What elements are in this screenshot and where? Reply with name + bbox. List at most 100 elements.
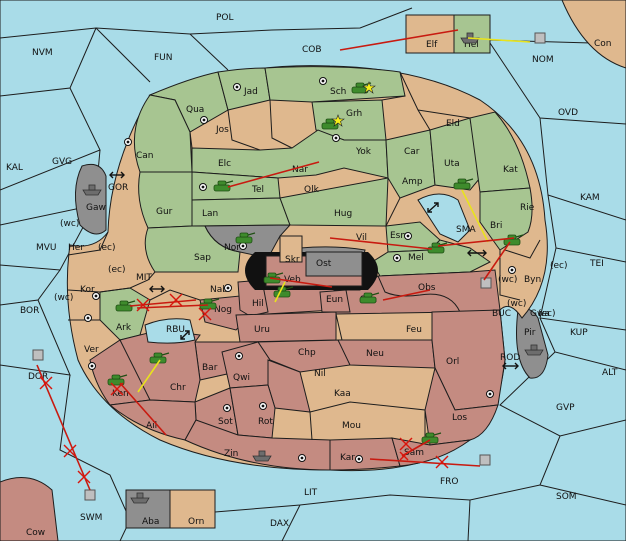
label-nil: Nil (314, 369, 326, 379)
label-dax: DAX (270, 519, 289, 529)
territory-qua[interactable] (148, 71, 229, 133)
tank-icon[interactable] (115, 300, 136, 312)
label-nab: Nab (210, 285, 228, 295)
label-olk: Olk (304, 185, 320, 195)
territory-aba[interactable] (125, 489, 171, 529)
label-zin: Zin (224, 449, 238, 459)
order-move (119, 382, 167, 436)
unit-marker-icon[interactable] (32, 349, 44, 361)
unit-marker-icon[interactable] (480, 277, 492, 289)
double-arrow-icon (467, 249, 487, 257)
x-icon (435, 455, 449, 469)
tank-icon[interactable] (149, 352, 170, 364)
supply-center-icon (84, 314, 92, 322)
territory-amp[interactable] (385, 129, 436, 199)
label-hil: Hil (252, 299, 264, 309)
supply-center-icon (199, 183, 207, 191)
label-ovd: OVD (558, 108, 578, 118)
supply-center-icon (404, 232, 412, 240)
supply-center-icon (235, 352, 243, 360)
ship-icon[interactable] (82, 184, 102, 196)
tank-icon[interactable] (359, 292, 380, 304)
label-ail: Ail (146, 421, 157, 431)
label-swm: SWM (80, 513, 102, 523)
label-rbu: RBU (166, 325, 185, 335)
label-fun: FUN (154, 53, 173, 63)
label-kup: KUP (570, 328, 588, 338)
double-arrow-icon (109, 171, 125, 179)
territory-gur[interactable] (138, 171, 193, 229)
territory-sam[interactable] (391, 437, 472, 467)
label-byn: Byn (524, 275, 541, 285)
tank-icon[interactable] (213, 180, 234, 192)
label-her: Her (68, 243, 84, 253)
label-amp: Amp (402, 177, 423, 187)
coast-marker: (ec) (538, 309, 556, 319)
label-jad: Jad (243, 87, 258, 97)
supply-center-icon (319, 77, 327, 85)
territory-neu[interactable] (337, 339, 436, 369)
territory-eun[interactable] (319, 289, 351, 313)
supply-center-icon (332, 134, 340, 142)
label-pol: POL (216, 13, 234, 23)
territory-uta[interactable] (429, 117, 481, 191)
territory-cow[interactable] (0, 477, 59, 541)
supply-center-icon (393, 254, 401, 262)
label-bor: BOR (20, 306, 39, 316)
label-pir: Pir (524, 328, 536, 338)
label-sch: Sch (330, 87, 346, 97)
label-obs: Obs (418, 283, 436, 293)
label-rod: ROD (500, 353, 520, 363)
double-arrow-icon (502, 362, 519, 370)
order-support (461, 189, 489, 243)
order-move (339, 29, 459, 51)
sea-borders (0, 7, 626, 541)
order-move (369, 458, 481, 467)
order-support (137, 359, 161, 393)
label-elc: Elc (218, 159, 231, 169)
unit-marker-icon[interactable] (479, 454, 491, 466)
tank-icon[interactable] (453, 178, 474, 190)
label-gvg: GVG (52, 157, 72, 167)
tank-icon[interactable] (235, 232, 256, 244)
supply-center-icon (259, 402, 267, 410)
order-move (129, 299, 197, 307)
territory-ost-inner[interactable] (305, 251, 363, 277)
star-icon (331, 114, 345, 127)
label-mvu: MVU (36, 243, 57, 253)
x-icon (110, 382, 124, 396)
territory-orn[interactable] (169, 489, 216, 529)
territory-rot[interactable] (229, 384, 276, 439)
territory-nil[interactable] (267, 359, 311, 413)
order-support (274, 281, 286, 303)
ship-icon[interactable] (252, 450, 272, 462)
label-los: Los (452, 413, 467, 423)
label-chp: Chp (298, 348, 316, 358)
sea-sma-lake[interactable] (417, 193, 471, 243)
label-kaa: Kaa (334, 389, 351, 399)
label-hug: Hug (334, 209, 352, 219)
label-elf: Elf (426, 40, 438, 50)
x-icon (169, 293, 183, 307)
territory-pir[interactable] (516, 308, 549, 379)
ship-icon[interactable] (130, 492, 150, 504)
label-kam: KAM (580, 193, 600, 203)
order-move (36, 364, 91, 491)
ship-icon[interactable] (524, 344, 544, 356)
order-move (136, 304, 209, 309)
label-cob: COB (302, 45, 322, 55)
supply-center-icon (298, 454, 306, 462)
unit-marker-icon[interactable] (534, 32, 546, 44)
territory-can[interactable] (133, 94, 193, 173)
label-eun: Eun (326, 295, 343, 305)
territory-skr[interactable] (279, 235, 303, 263)
label-neu: Neu (366, 349, 384, 359)
land-labels: Con Elf Hel Cow Aba Orn Jad Sch Qua Jos … (26, 39, 612, 538)
unit-marker-icon[interactable] (84, 489, 96, 501)
x-icon (39, 376, 53, 390)
label-jos: Jos (215, 125, 229, 135)
label-sma: SMA (456, 225, 476, 235)
territory-uru[interactable] (235, 311, 337, 343)
coast-marker: (ec) (98, 243, 116, 253)
territory-gaw[interactable] (75, 163, 107, 235)
